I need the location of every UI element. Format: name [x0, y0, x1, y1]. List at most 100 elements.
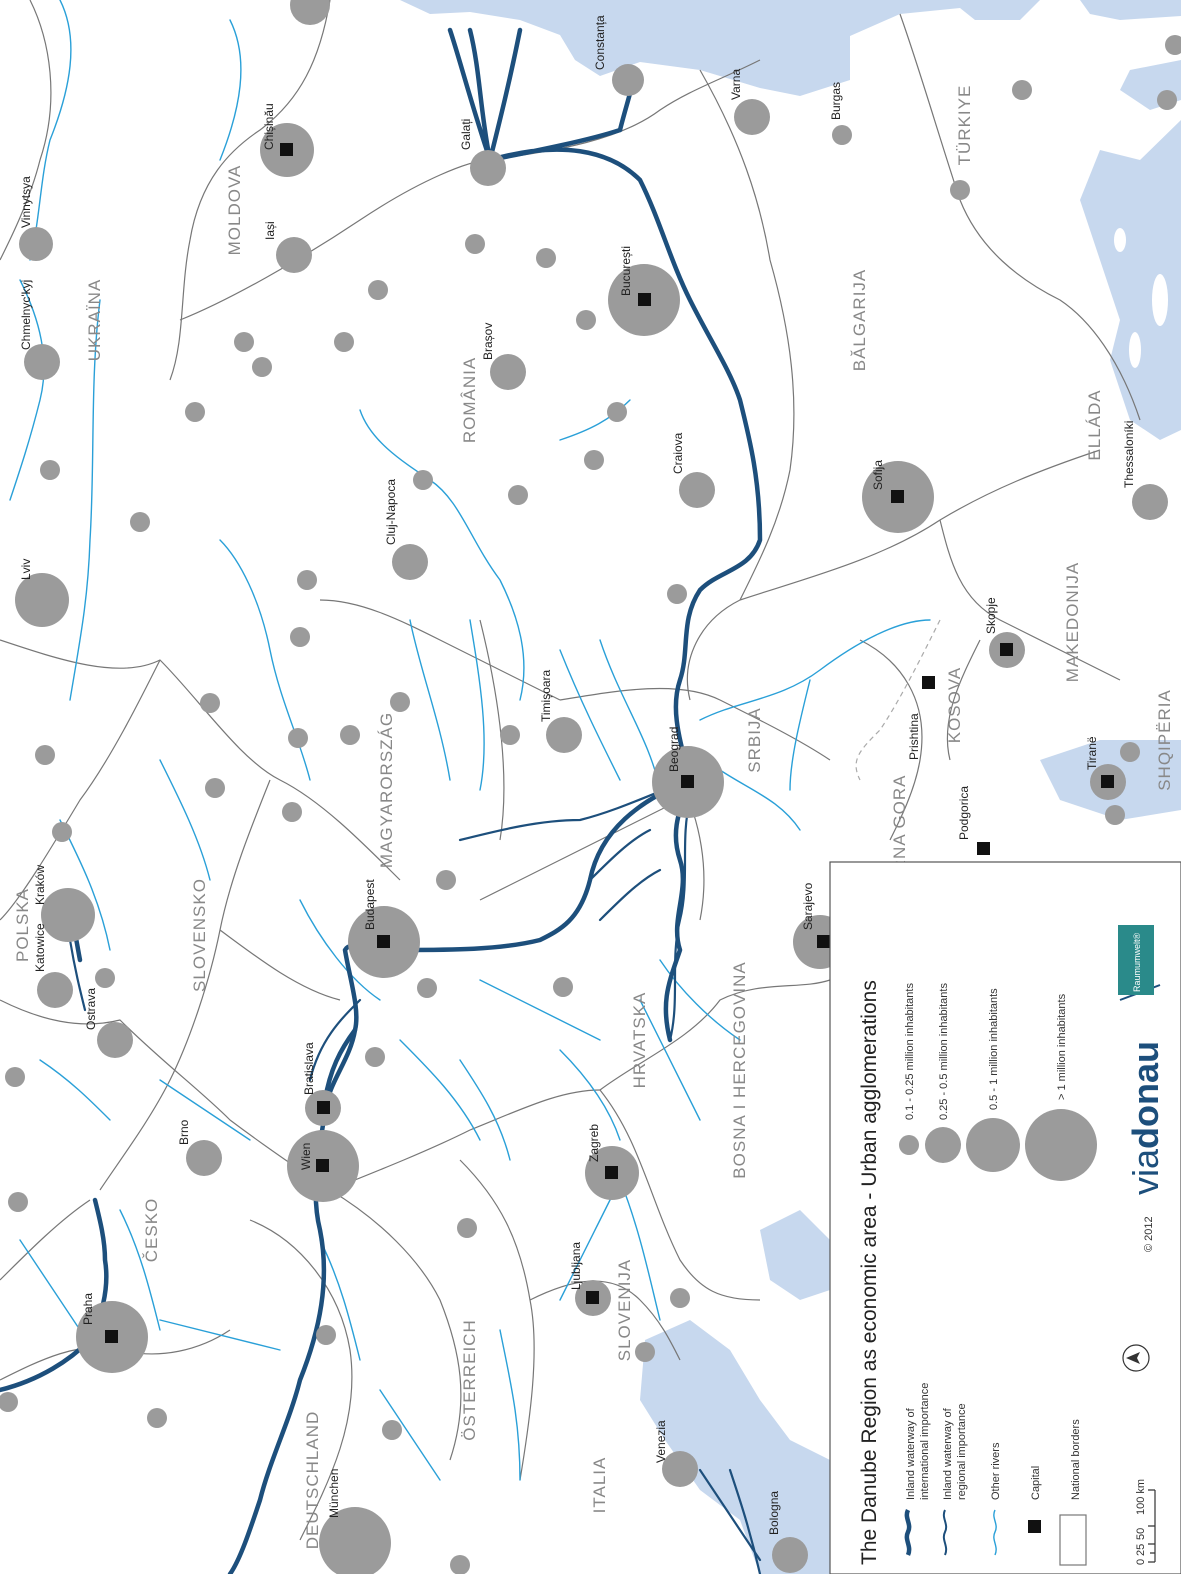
raumumwelt-text: Raumumwelt® — [1132, 932, 1142, 992]
city-wien: Wien — [299, 1143, 313, 1170]
legend-other-rivers: Other rivers — [990, 1442, 1002, 1500]
country-kosova: KOSOVA — [945, 667, 964, 744]
country-slovensko: SLOVENSKO — [190, 878, 209, 992]
legend-intl-line2: international importance — [919, 1383, 931, 1500]
city-bologna: Bologna — [767, 1491, 781, 1535]
lakes — [1004, 45, 1168, 368]
city-craiova: Craiova — [671, 432, 685, 474]
country-polska: POLSKA — [13, 888, 32, 962]
country-bulgarija: BĂLGARIJA — [850, 269, 869, 372]
city-skopje: Skopje — [984, 597, 998, 634]
city-brasov: Brașov — [481, 323, 495, 360]
city-burgas: Burgas — [829, 82, 843, 120]
country-slovenija: SLOVENIJA — [615, 1259, 634, 1362]
adriatic-sea-north — [640, 1320, 830, 1574]
country-srbija: SRBIJA — [745, 707, 764, 773]
legend-size-1 — [899, 1135, 919, 1155]
legend-capital: Capital — [1030, 1466, 1042, 1500]
national-borders — [0, 0, 1141, 1541]
legend-size-4 — [1025, 1109, 1097, 1181]
legend-size-3 — [966, 1118, 1020, 1172]
copyright: © 2012 — [1143, 1216, 1155, 1252]
scale-tick-50: 50 — [1135, 1528, 1147, 1540]
adriatic-inlet — [760, 1210, 830, 1300]
city-cluj: Cluj-Napoca — [384, 479, 398, 545]
legend-intl-waterway-symbol — [904, 1508, 912, 1556]
country-bosna: BOSNA I HERCEGOVINA — [730, 961, 749, 1178]
country-moldova: MOLDOVA — [225, 165, 244, 256]
legend-other-rivers-symbol — [993, 1509, 997, 1556]
legend-borders-symbol — [1059, 1514, 1087, 1566]
viadonau-logo: viadonau — [1125, 1041, 1166, 1195]
legend-intl-line1: Inland waterway of — [905, 1407, 917, 1500]
north-arrow-icon — [1122, 1344, 1150, 1372]
city-chmelnytskyi: Chmelnyc'kyj — [19, 280, 33, 350]
capitals — [105, 143, 1114, 1343]
legend-size-1-label: 0.1 - 0.25 million inhabitants — [904, 983, 916, 1120]
city-varna: Varna — [729, 69, 743, 100]
svg-text:viadonau: viadonau — [1125, 1041, 1166, 1195]
legend: The Danube Region as economic area - Urb… — [829, 861, 1181, 1574]
scale-bar: 0 25 50 100 km — [1135, 1479, 1156, 1565]
scale-tick-25: 25 — [1135, 1544, 1147, 1556]
country-italia: ITALIA — [590, 1457, 609, 1514]
city-praha: Praha — [81, 1293, 95, 1325]
scale-tick-0: 0 — [1135, 1559, 1147, 1565]
legend-reg-line1: Inland waterway of — [942, 1407, 954, 1500]
black-sea — [400, 0, 1040, 96]
city-podgorica: Podgorica — [957, 786, 971, 840]
city-ljubljana: Ljubljana — [569, 1242, 583, 1290]
scale-tick-100: 100 km — [1135, 1479, 1147, 1515]
city-bucuresti: București — [619, 246, 633, 296]
country-ellada: ELLÁDA — [1085, 389, 1104, 460]
city-tirane: Tiranë — [1085, 736, 1099, 770]
city-prishtina: Prishtina — [907, 713, 921, 760]
legend-reg-line2: regional importance — [956, 1403, 968, 1500]
city-venezia: Venezia — [654, 1420, 668, 1463]
country-makedonija: MAKEDONIJA — [1063, 562, 1082, 683]
legend-borders: National borders — [1070, 1419, 1082, 1500]
danube-main — [447, 27, 763, 1043]
city-iasi: Iași — [263, 221, 277, 240]
city-brno: Brno — [177, 1119, 191, 1145]
city-zagreb: Zagreb — [587, 1124, 601, 1162]
city-galati: Galați — [459, 119, 473, 150]
city-lviv: Lviv — [19, 559, 33, 580]
legend-capital-symbol — [1028, 1520, 1041, 1533]
raumumwelt-logo: Raumumwelt® — [1118, 925, 1154, 995]
sea-of-marmara-inland — [1080, 0, 1181, 20]
country-cesko: ČESKO — [142, 1198, 161, 1263]
legend-size-2 — [925, 1127, 961, 1163]
city-katowice: Katowice — [33, 923, 47, 972]
country-ukraina: UKRAÏNA — [85, 279, 104, 362]
city-vinnytsya: Vinnytsya — [19, 176, 33, 228]
legend-size-4-label: > 1 million inhabitants — [1056, 993, 1068, 1100]
city-krakow: Kraków — [33, 865, 47, 905]
city-sarajevo: Sarajevo — [801, 882, 815, 930]
legend-reg-waterway-symbol — [942, 1509, 948, 1556]
country-crna-gora: CRNA GORA — [890, 774, 909, 885]
city-timisoara: Timișoara — [539, 669, 553, 722]
country-magyarorszag: MAGYARORSZÁG — [377, 712, 396, 868]
international-waterways — [0, 27, 763, 1574]
city-thessaloniki: Thessaloníki — [1122, 421, 1136, 488]
country-romania: ROMÂNIA — [460, 357, 479, 443]
city-labels: Constanța Varna Burgas Chișinău Galați I… — [19, 15, 1136, 1535]
city-bratislava: Bratislava — [302, 1042, 316, 1095]
city-sofija: Sofija — [871, 460, 885, 490]
brand-donau: donau — [1125, 1041, 1166, 1149]
brand-via: via — [1125, 1148, 1166, 1195]
country-hrvatska: HRVATSKA — [630, 992, 649, 1089]
legend-size-3-label: 0.5 - 1 million inhabitants — [988, 988, 1000, 1110]
legend-title: The Danube Region as economic area - Urb… — [858, 980, 881, 1565]
city-constanta: Constanța — [593, 15, 607, 70]
country-shqiperia: SHQIPËRIA — [1155, 689, 1174, 791]
country-osterreich: ÖSTERREICH — [460, 1319, 479, 1440]
country-turkiye: TÜRKIYE — [955, 85, 974, 166]
city-ostrava: Ostrava — [84, 988, 98, 1030]
city-beograd: Beograd — [667, 727, 681, 772]
country-deutschland: DEUTSCHLAND — [303, 1411, 322, 1550]
aegean-sea — [1080, 120, 1181, 440]
